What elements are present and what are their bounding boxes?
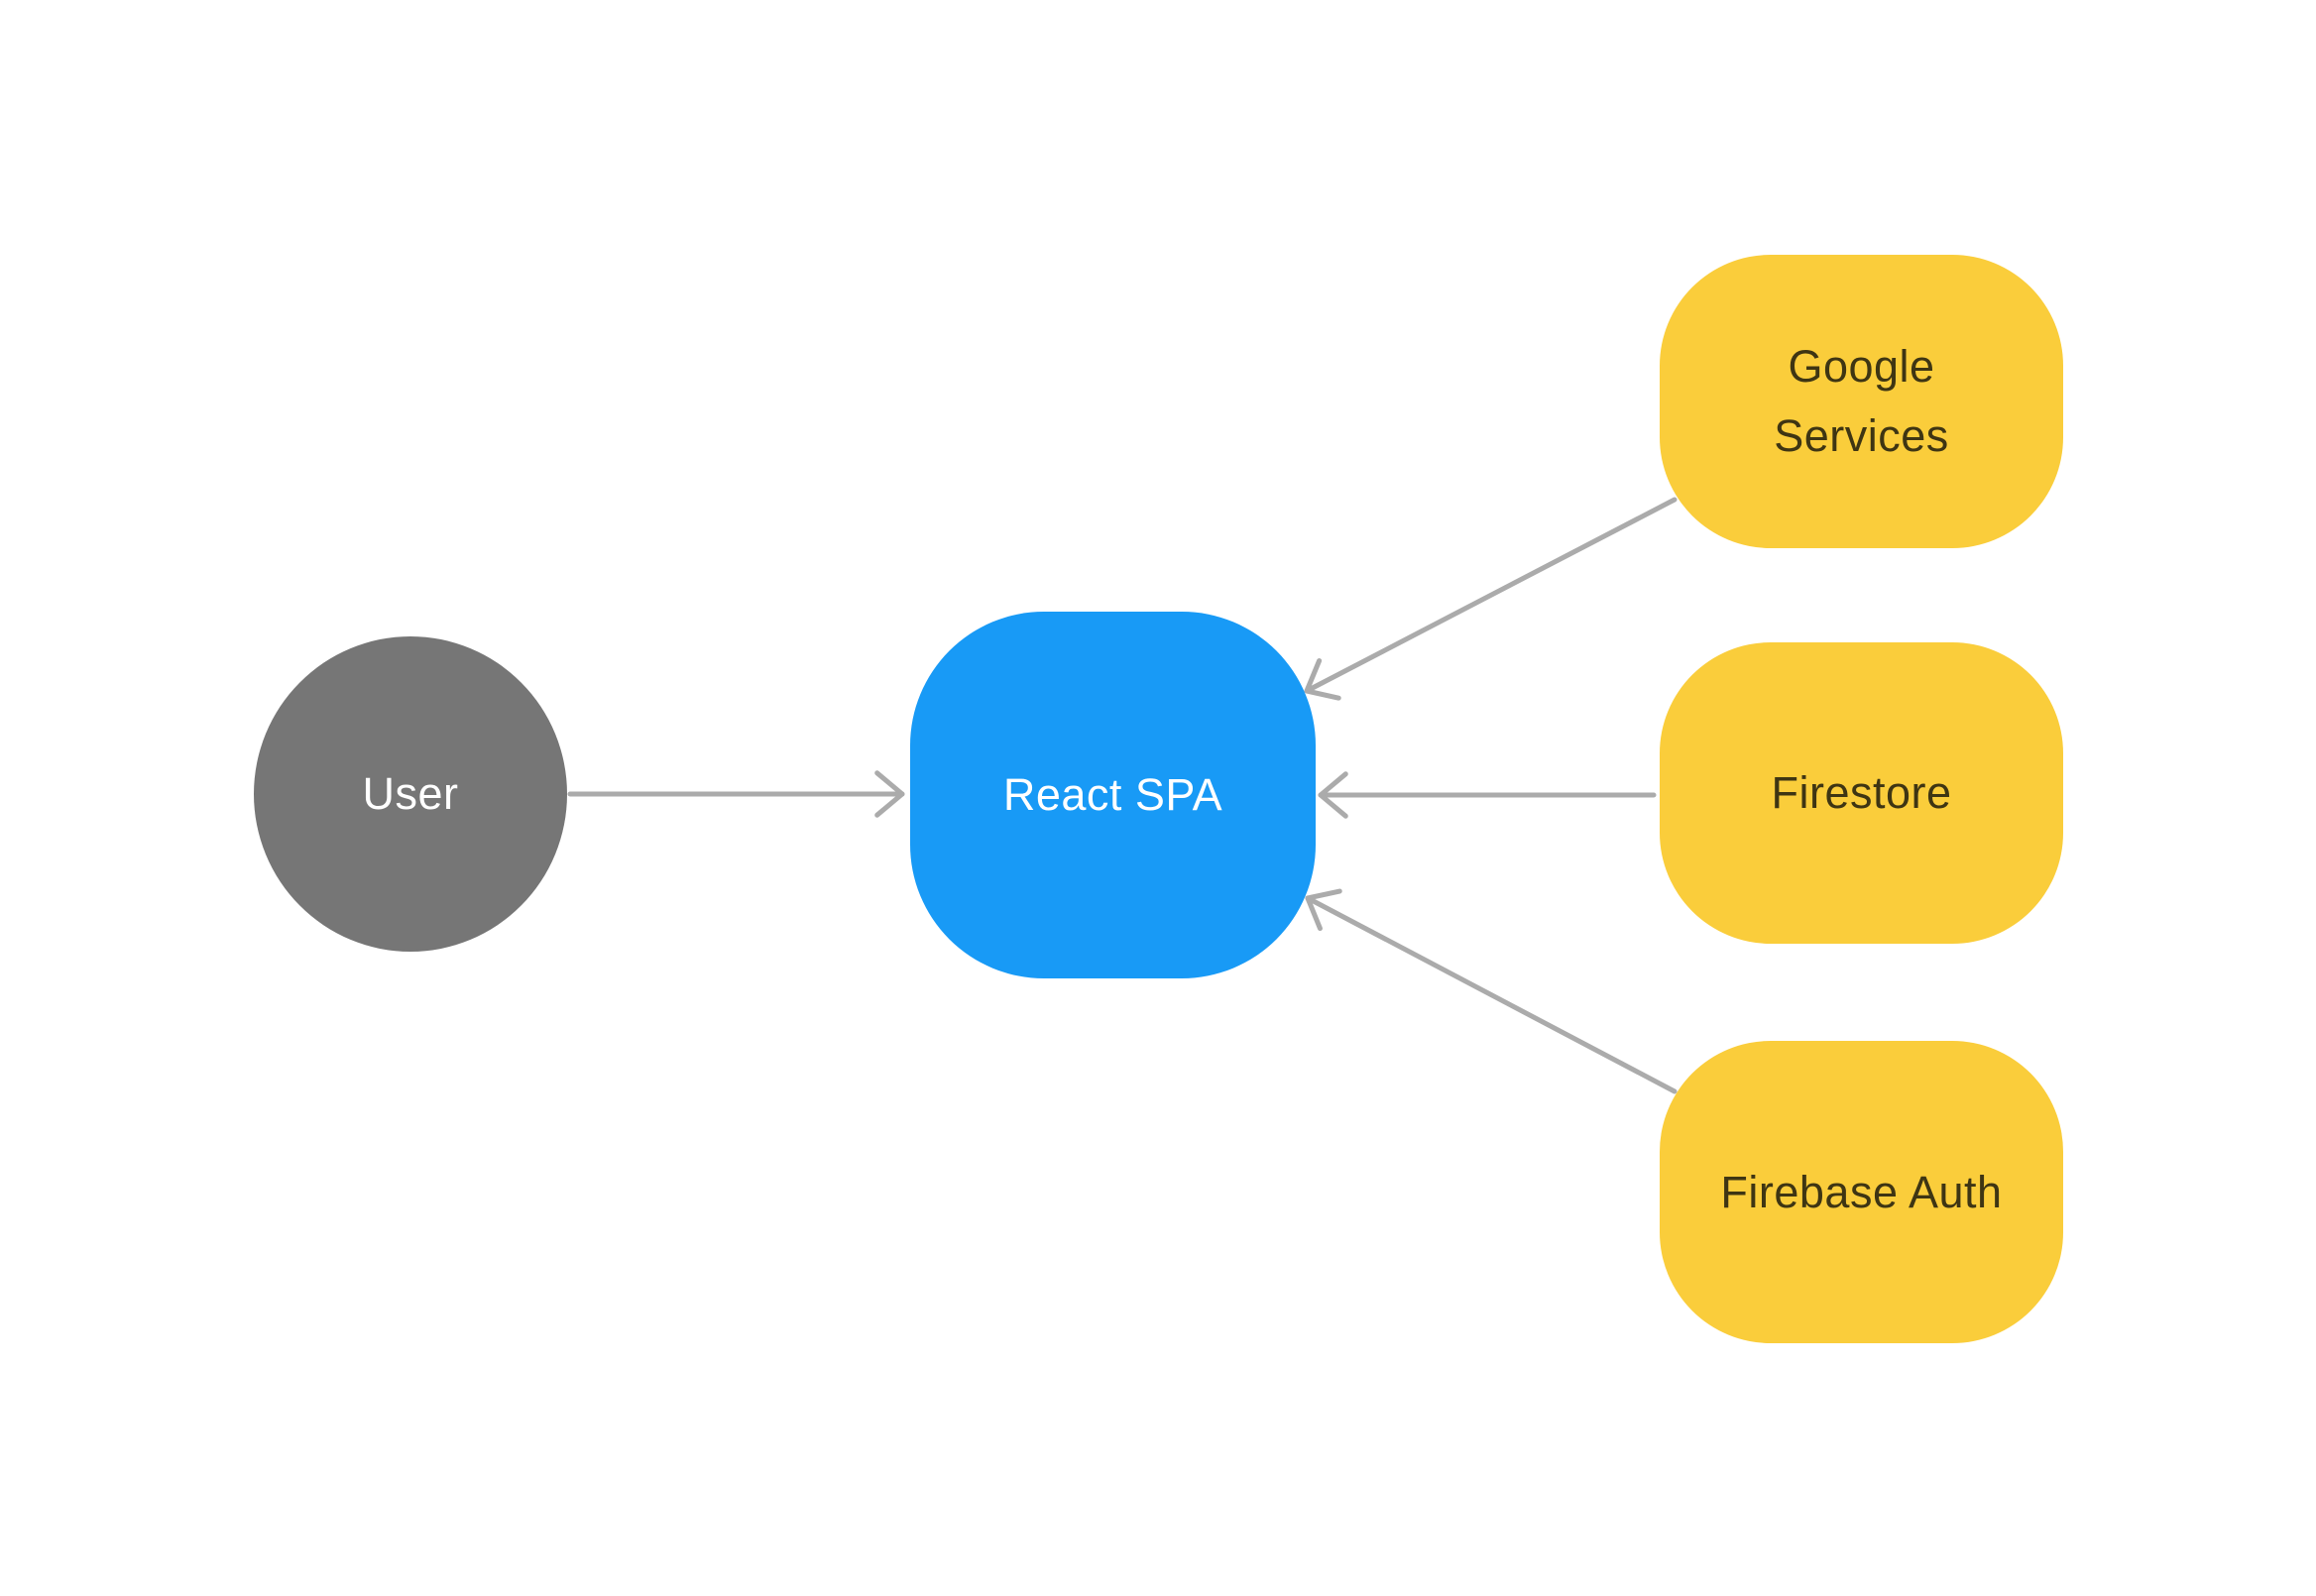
edge-firebase-to-react-line bbox=[1305, 895, 1678, 1094]
arrowhead-icon bbox=[1318, 771, 1348, 819]
node-firestore-label: Firestore bbox=[1771, 767, 1952, 819]
edge-firebase-to-react[interactable] bbox=[1305, 888, 1678, 1094]
node-google-services-label: Google Services bbox=[1774, 341, 1949, 461]
node-firebase-auth[interactable]: Firebase Auth bbox=[1660, 1041, 2063, 1343]
node-react-spa-label: React SPA bbox=[1002, 769, 1223, 821]
node-user-label: User bbox=[362, 768, 459, 820]
edge-user-to-react[interactable] bbox=[567, 770, 905, 818]
edge-google-to-react-line bbox=[1304, 497, 1678, 694]
arrowhead-icon bbox=[1305, 888, 1342, 932]
edge-firestore-to-react[interactable] bbox=[1318, 771, 1657, 819]
node-google-services[interactable]: Google Services bbox=[1660, 255, 2063, 548]
arrowhead-icon bbox=[874, 770, 905, 818]
arrowhead-icon bbox=[1304, 658, 1341, 701]
node-user[interactable]: User bbox=[254, 636, 567, 952]
node-react-spa[interactable]: React SPA bbox=[910, 612, 1316, 978]
node-firebase-auth-label: Firebase Auth bbox=[1720, 1166, 2003, 1217]
edge-google-to-react[interactable] bbox=[1304, 497, 1678, 701]
node-firestore[interactable]: Firestore bbox=[1660, 642, 2063, 944]
